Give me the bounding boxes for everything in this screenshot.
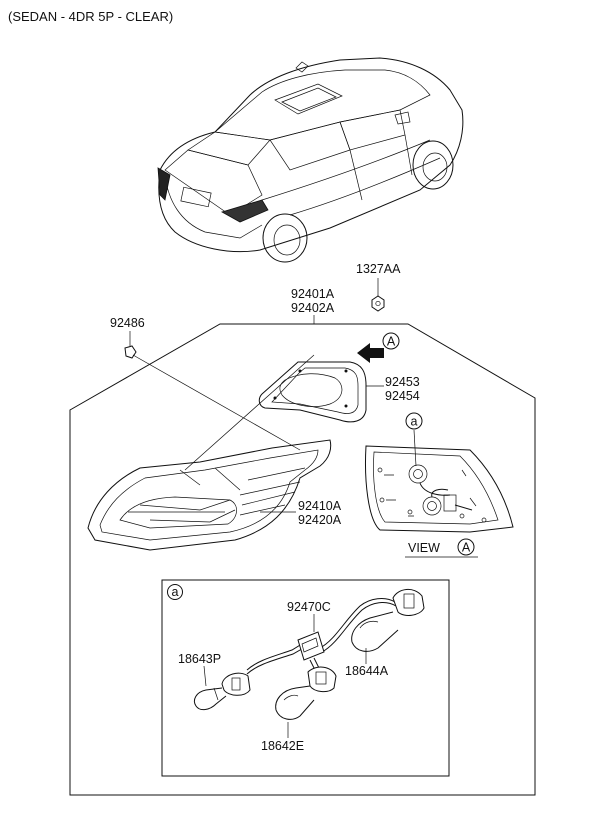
sedan-car-illustration [157,57,464,263]
socket-a-marker: a [405,412,423,430]
part-label-92420A: 92420A [298,513,342,527]
part-label-18642E: 18642E [261,739,304,753]
detail-a-marker: a [167,584,183,600]
view-ref-marker-text: A [462,541,471,555]
bulb-18643P-part [193,687,227,711]
bulb-18644A-part [351,611,399,652]
nut-1327AA-part [371,278,385,312]
view-a-marker-top: A [382,332,400,350]
view-ref-marker: A [457,538,475,556]
part-label-92470C: 92470C [287,600,331,614]
part-label-1327AA: 1327AA [356,262,401,276]
view-a-marker-text: A [387,335,396,349]
tail-lamp-92410A-part [87,439,332,551]
part-label-92410A: 92410A [298,499,342,513]
part-label-92402A: 92402A [291,301,335,315]
bulb-18642E-part [275,685,315,720]
diagram-header: (SEDAN - 4DR 5P - CLEAR) [8,9,173,24]
gasket-92453-part [258,361,384,423]
part-label-92454: 92454 [385,389,420,403]
view-direction-arrow [357,343,384,363]
part-label-18644A: 18644A [345,664,389,678]
wiring-harness-92470C-part [221,589,425,696]
screw-92486-part [124,331,301,451]
part-label-92453: 92453 [385,375,420,389]
lamp-rear-view-a [365,445,514,533]
detail-a-box [161,579,450,777]
assembly-outline [69,323,536,796]
part-label-92401A: 92401A [291,287,335,301]
part-label-18643P: 18643P [178,652,221,666]
part-label-92486: 92486 [110,316,145,330]
socket-a-marker-text: a [411,415,418,429]
view-label: VIEW [408,541,440,555]
detail-a-marker-text: a [172,585,179,599]
